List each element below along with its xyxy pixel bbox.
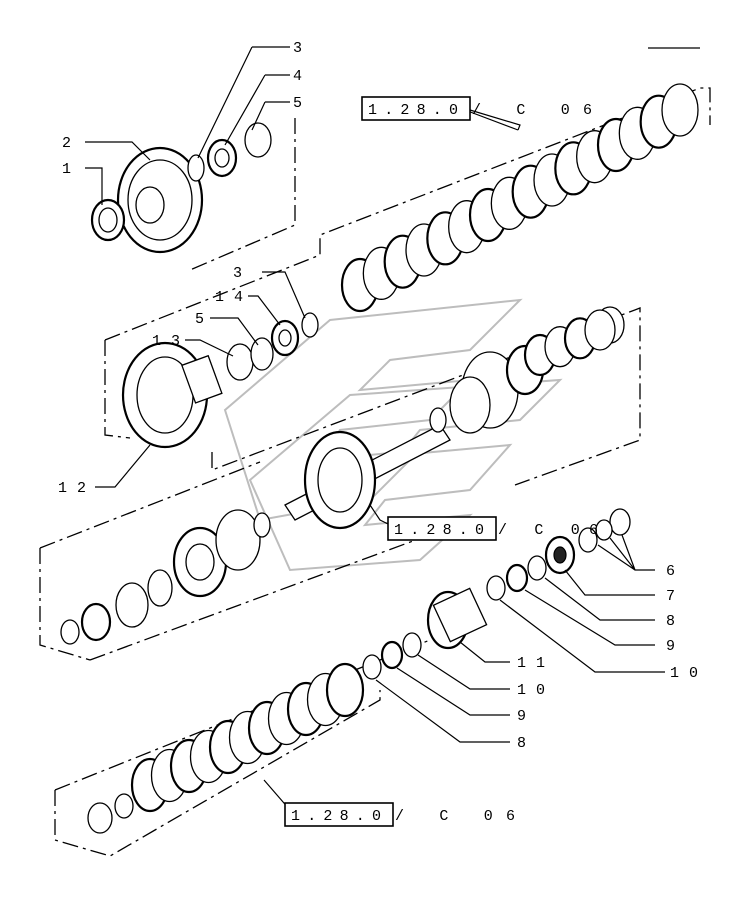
shaft-drum	[284, 306, 625, 530]
ring-9a	[505, 563, 529, 593]
clutch-disc-stack-top	[340, 83, 699, 313]
ring-9b	[380, 640, 404, 670]
callout-12: 12	[58, 480, 86, 497]
callout-5-top: 5	[293, 95, 302, 112]
clutch-disc-stack-middle	[523, 309, 616, 377]
clutch-disc	[325, 662, 365, 718]
ring-10b	[402, 632, 422, 658]
ref-bottom-suffix: / C 06	[395, 808, 515, 825]
callout-10-left: 10	[517, 682, 545, 699]
gear-2	[116, 146, 204, 254]
callout-6: 6	[666, 563, 675, 580]
callout-11: 11	[517, 655, 545, 672]
callout-9-right: 9	[666, 638, 675, 655]
ring-5b	[250, 337, 274, 371]
callout-10-right: 10	[670, 665, 698, 682]
callout-3-top: 3	[293, 40, 302, 57]
ring-3b	[301, 312, 319, 338]
assembly-frames	[39, 47, 711, 857]
hub-11	[426, 587, 488, 650]
callout-1: 1	[62, 161, 71, 178]
ring-10a	[486, 575, 506, 601]
washers-6	[578, 508, 631, 553]
callout-5-mid: 5	[195, 311, 204, 328]
callout-8-left: 8	[517, 735, 526, 752]
bearing-4	[206, 138, 238, 178]
snap-ring-3	[187, 154, 205, 182]
ring-8a	[527, 555, 547, 581]
bearing-7	[544, 535, 576, 575]
clutch-disc	[584, 309, 616, 351]
ring-8b	[362, 654, 382, 680]
callout-14: 14	[215, 289, 243, 306]
snap-ring-5	[244, 122, 272, 158]
callout-3-mid: 3	[233, 265, 242, 282]
callout-8-right: 8	[666, 613, 675, 630]
seal-13	[226, 343, 254, 381]
clutch-disc	[661, 83, 699, 137]
callout-9-left: 9	[517, 708, 526, 725]
gear-12	[121, 341, 223, 449]
hub-left	[172, 509, 271, 598]
callout-7: 7	[666, 588, 675, 605]
callout-4: 4	[293, 68, 302, 85]
reference-box-bottom[interactable]: 1.28.0 / C 06	[284, 802, 515, 827]
bearing-14	[270, 319, 300, 357]
left-small-parts	[60, 569, 173, 645]
bearing-1	[90, 198, 126, 242]
reference-box-middle[interactable]: 1.28.0 / C 06	[387, 516, 598, 541]
reference-box-top[interactable]: 1.28.0 / C 06	[361, 96, 592, 121]
callout-2: 2	[62, 135, 71, 152]
clutch-disc-stack-bottom	[87, 662, 365, 834]
leader-lines	[85, 46, 665, 815]
